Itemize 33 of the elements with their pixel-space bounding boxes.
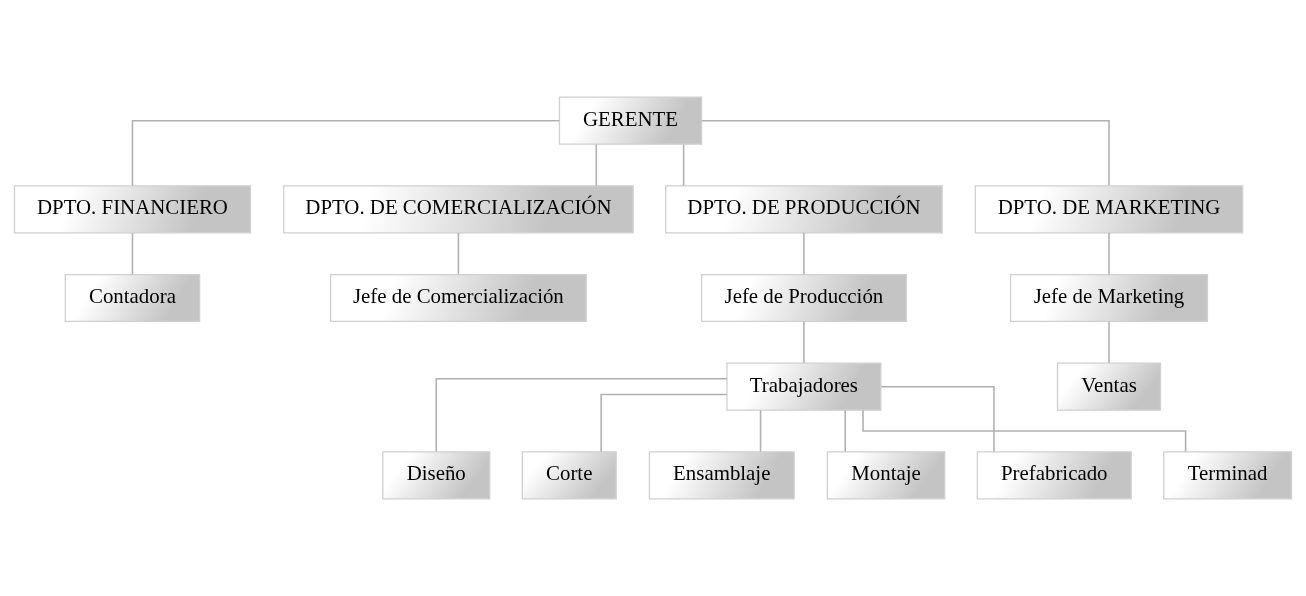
connector — [880, 385, 995, 453]
node-box: GERENTE — [558, 96, 703, 145]
node-box: Diseño — [382, 451, 491, 500]
connector — [803, 321, 805, 364]
connector — [595, 143, 598, 187]
connector — [759, 409, 762, 453]
node-box: DPTO. FINANCIERO — [13, 185, 252, 234]
connector — [700, 119, 1110, 187]
connector — [457, 232, 460, 275]
node-box: Jefe de Comercialización — [330, 273, 587, 323]
node-box: Ventas — [1056, 362, 1162, 411]
connector — [862, 409, 1187, 453]
node-box: Montaje — [826, 451, 946, 500]
connector — [600, 393, 728, 453]
connector — [131, 232, 134, 275]
node-box: Terminad — [1163, 451, 1293, 500]
node-box: Contadora — [64, 273, 201, 323]
node-box: Corte — [521, 451, 617, 500]
connector — [435, 378, 728, 453]
connector — [131, 119, 560, 187]
connector — [803, 232, 805, 275]
connector — [1108, 232, 1110, 275]
node-box: DPTO. DE PRODUCCIÓN — [665, 185, 943, 234]
node-box: Jefe de Marketing — [1009, 273, 1209, 323]
node-box: Ensamblaje — [648, 451, 795, 500]
node-box: Jefe de Producción — [700, 273, 907, 323]
connector — [1108, 321, 1110, 364]
connector — [844, 409, 846, 453]
node-box: DPTO. DE MARKETING — [974, 185, 1244, 234]
connector — [682, 143, 685, 187]
node-box: DPTO. DE COMERCIALIZACIÓN — [283, 185, 634, 234]
node-box: Prefabricado — [976, 451, 1132, 500]
node-box: Trabajadores — [726, 362, 882, 411]
